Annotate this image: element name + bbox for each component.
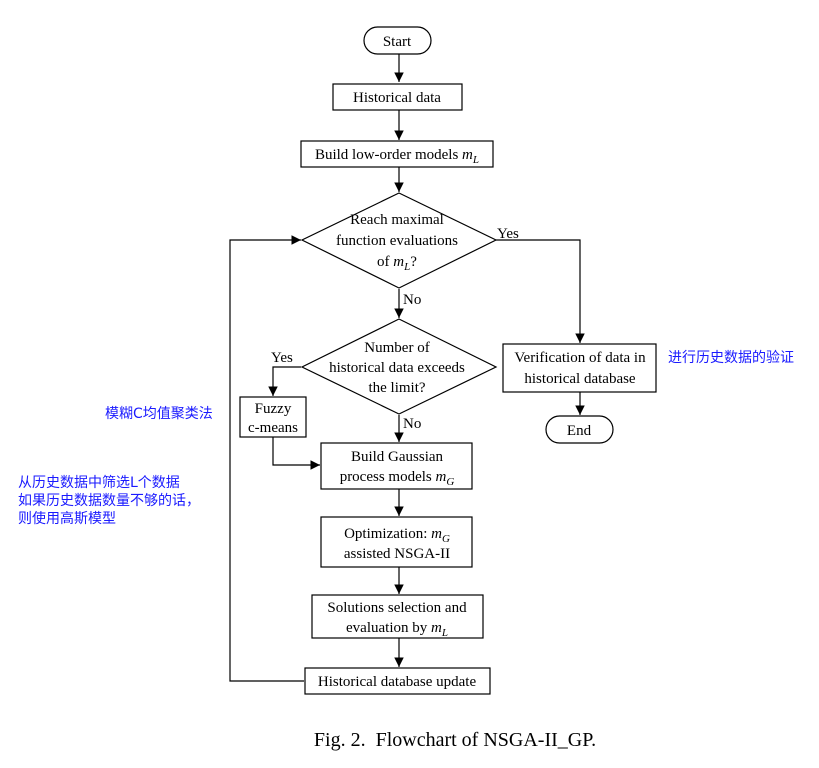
process-shape: [502, 343, 657, 393]
node-number-historical-line2: historical data exceeds: [329, 360, 465, 376]
node-optimization-line1: Optimization: mG: [344, 526, 450, 545]
node-verification-line2: historical database: [524, 371, 636, 387]
node-start: Start: [363, 26, 432, 55]
node-solutions: Solutions selection and evaluation by mL: [311, 594, 484, 639]
terminal-shape: [545, 415, 614, 444]
edge-label-reach-no: No: [403, 292, 421, 308]
node-solutions-line2: evaluation by mL: [346, 620, 448, 639]
process-shape: [332, 83, 463, 111]
node-number-historical-line3: the limit?: [368, 380, 425, 396]
edge-label-reach-yes: Yes: [497, 226, 519, 242]
node-build-gaussian: Build Gaussian process models mG: [320, 442, 473, 490]
node-build-low-order: Build low-order models mL: [300, 140, 494, 168]
process-shape: [300, 140, 494, 168]
annotation-filter-line3: 则使用高斯模型: [18, 510, 116, 527]
node-build-gaussian-line1: Build Gaussian: [351, 449, 444, 465]
node-reach-maximal-line1: Reach maximal: [350, 212, 444, 228]
node-historical-data: Historical data: [332, 83, 463, 111]
node-fuzzy-line2: c-means: [248, 420, 298, 436]
process-shape: [320, 442, 473, 490]
node-end: End: [545, 415, 614, 444]
node-reach-maximal: Reach maximal function evaluations of mL…: [300, 192, 498, 289]
node-historical-data-label: Historical data: [353, 90, 441, 106]
edge-label-number-yes: Yes: [271, 350, 293, 366]
edge-reach-yes-to-verification: [496, 239, 585, 343]
node-verification-line1: Verification of data in: [514, 350, 646, 366]
node-optimization: Optimization: mG assisted NSGA-II: [320, 516, 473, 568]
node-reach-maximal-line3: of mL?: [377, 254, 417, 273]
terminal-shape: [363, 26, 432, 55]
node-build-gaussian-line2: process models mG: [340, 469, 455, 488]
node-fuzzy-line1: Fuzzy: [255, 401, 292, 417]
annotation-fuzzy: 模糊C均值聚类法: [105, 406, 213, 422]
node-optimization-line2: assisted NSGA-II: [344, 546, 450, 562]
node-db-update-label: Historical database update: [318, 674, 477, 690]
process-shape: [239, 396, 307, 438]
node-reach-maximal-line2: function evaluations: [336, 233, 458, 249]
node-build-low-order-label: Build low-order models mL: [315, 147, 479, 166]
decision-shape: [300, 192, 498, 289]
process-shape: [304, 667, 491, 695]
node-end-label: End: [567, 423, 592, 439]
edge-fuzzy-to-gaussian: [272, 437, 320, 470]
edge-label-number-no: No: [403, 416, 421, 432]
node-number-historical-line1: Number of: [364, 340, 429, 356]
node-db-update: Historical database update: [304, 667, 491, 695]
node-verification: Verification of data in historical datab…: [502, 343, 657, 393]
annotation-verify: 进行历史数据的验证: [668, 350, 794, 366]
edge-db-update-loop-back: [229, 235, 304, 682]
node-fuzzy: Fuzzy c-means: [239, 396, 307, 438]
edges: [229, 54, 585, 682]
figure-caption: Fig. 2. Flowchart of NSGA-II_GP.: [314, 729, 596, 751]
process-shape: [320, 516, 473, 568]
node-start-label: Start: [383, 34, 412, 50]
decision-shape: [300, 318, 498, 415]
edge-number-yes-to-fuzzy: [268, 366, 301, 396]
node-number-historical: Number of historical data exceeds the li…: [300, 318, 498, 415]
process-shape: [311, 594, 484, 639]
annotation-filter-line1: 从历史数据中筛选L个数据: [18, 475, 180, 491]
annotation-filter-line2: 如果历史数据数量不够的话，: [18, 493, 200, 509]
node-solutions-line1: Solutions selection and: [327, 600, 467, 616]
